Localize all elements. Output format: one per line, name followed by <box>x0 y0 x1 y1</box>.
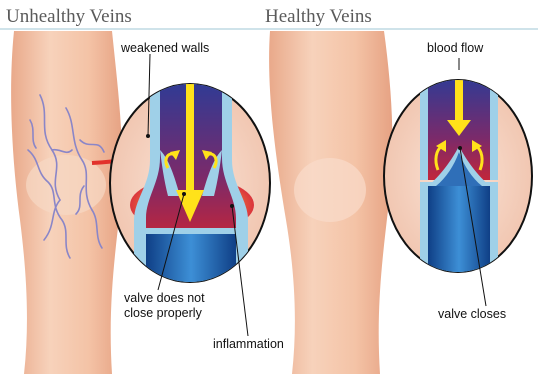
valve-not-close-label-line1: valve does not <box>124 290 205 306</box>
valve-closes-label: valve closes <box>438 306 506 322</box>
blood-flow-label: blood flow <box>427 40 483 56</box>
weakened-walls-label: weakened walls <box>121 40 209 56</box>
valve-not-close-label-line2: close properly <box>124 305 202 321</box>
inflammation-label: inflammation <box>213 336 284 352</box>
healthy-vein-detail <box>384 58 532 306</box>
